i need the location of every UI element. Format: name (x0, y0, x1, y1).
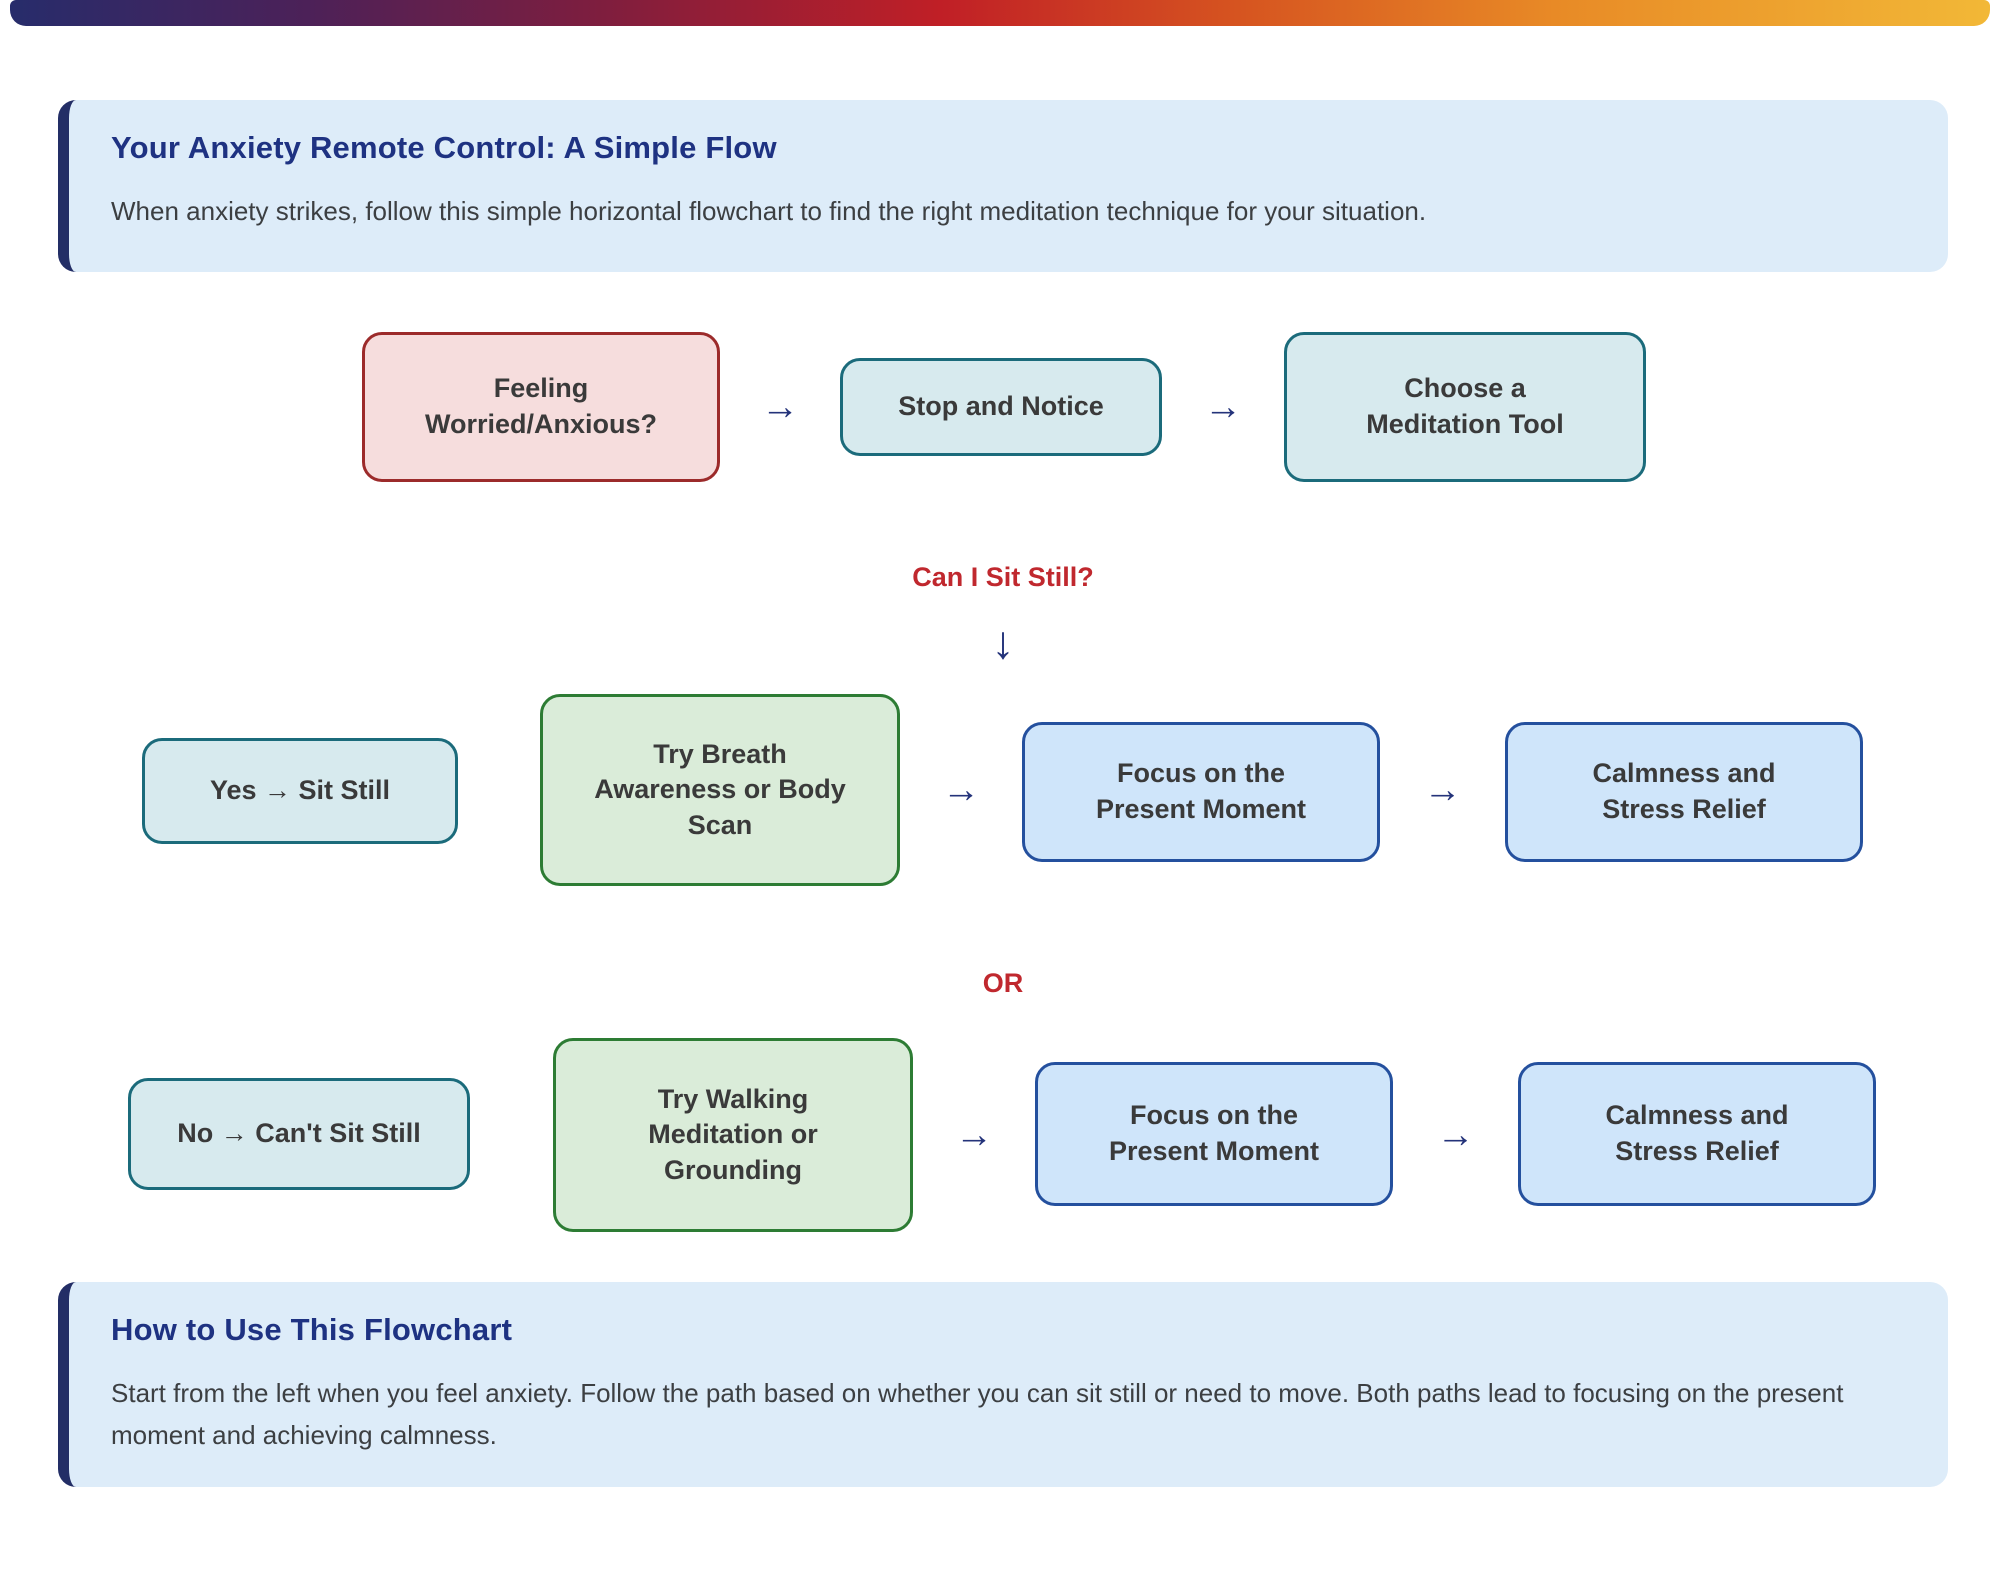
node-choose-meditation-tool: Choose a Meditation Tool (1284, 332, 1646, 482)
arrow-down-icon: ↓ (991, 616, 1015, 668)
node-breath-awareness: Try Breath Awareness or Body Scan (540, 694, 900, 886)
node-no-cant-sit-still-label: No → Can't Sit Still (177, 1118, 421, 1149)
node-no-cant-sit-still: No → Can't Sit Still (128, 1078, 470, 1190)
footer-title: How to Use This Flowchart (111, 1312, 513, 1347)
node-calmness-yes-label: Calmness and Stress Relief (1592, 758, 1776, 824)
node-focus-present-yes: Focus on the Present Moment (1022, 722, 1380, 862)
arrow-right-icon: → (1204, 385, 1242, 428)
node-choose-meditation-tool-label: Choose a Meditation Tool (1366, 373, 1564, 439)
node-calmness-no: Calmness and Stress Relief (1518, 1062, 1876, 1206)
or-label: OR (982, 967, 1024, 998)
footer-card: How to Use This Flowchart Start from the… (58, 1282, 1948, 1487)
page-title: Your Anxiety Remote Control: A Simple Fl… (111, 130, 777, 165)
arrow-right-icon: → (1436, 1113, 1475, 1156)
arrow-right-icon: → (942, 768, 980, 811)
node-stop-and-notice-label: Stop and Notice (898, 391, 1104, 422)
node-feeling-worried: Feeling Worried/Anxious? (362, 332, 720, 482)
node-calmness-no-label: Calmness and Stress Relief (1605, 1100, 1789, 1166)
arrow-right-icon: → (955, 1113, 993, 1156)
node-calmness-yes: Calmness and Stress Relief (1505, 722, 1863, 862)
node-focus-present-yes-label: Focus on the Present Moment (1095, 758, 1307, 824)
node-focus-present-no-label: Focus on the Present Moment (1108, 1100, 1320, 1166)
decision-label: Can I Sit Still? (912, 561, 1094, 592)
node-walking-meditation-label: Try Walking Meditation or Grounding (648, 1083, 818, 1185)
page-subtitle: When anxiety strikes, follow this simple… (111, 196, 1427, 226)
node-yes-sit-still: Yes → Sit Still (142, 738, 458, 844)
header-card: Your Anxiety Remote Control: A Simple Fl… (58, 100, 1948, 272)
node-yes-sit-still-label: Yes → Sit Still (209, 775, 391, 806)
node-focus-present-no: Focus on the Present Moment (1035, 1062, 1393, 1206)
arrow-right-icon: → (761, 385, 799, 428)
node-feeling-worried-label: Feeling Worried/Anxious? (424, 373, 658, 439)
footer-body: Start from the left when you feel anxiet… (111, 1378, 1844, 1451)
arrow-right-icon: → (1423, 768, 1462, 811)
node-breath-awareness-label: Try Breath Awareness or Body Scan (594, 738, 846, 840)
node-walking-meditation: Try Walking Meditation or Grounding (553, 1038, 913, 1232)
node-stop-and-notice: Stop and Notice (840, 358, 1162, 456)
top-gradient-bar (10, 0, 1990, 26)
